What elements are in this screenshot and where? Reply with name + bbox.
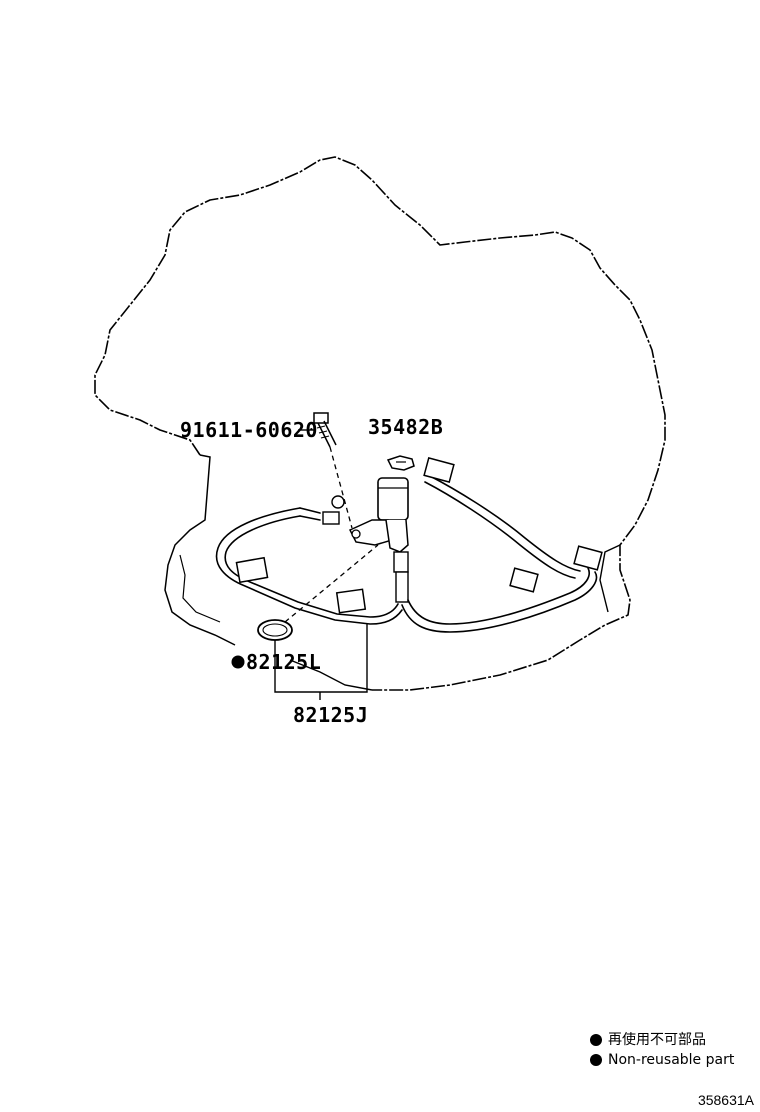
callout-sensor: 35482B [368, 415, 443, 439]
callout-leaders [274, 624, 368, 700]
harness-clip-small [322, 495, 345, 525]
transmission-housing-outline [94, 156, 666, 691]
speed-sensor-body [348, 477, 409, 603]
callout-oring: 82125L [246, 650, 321, 674]
legend-en-label: Non-reusable part [608, 1052, 735, 1068]
oring-inner [262, 623, 288, 637]
transmission-pan-inner [179, 554, 221, 623]
legend-row-jp: 再使用不可部品 [590, 1030, 734, 1050]
transmission-pan-outline [164, 454, 236, 646]
legend-dot-icon [590, 1054, 602, 1066]
non-reusable-dot [231, 655, 245, 669]
callout-bolt: 91611-60620 [180, 418, 318, 442]
bolt-install-dashed-line [329, 446, 353, 529]
sensor-clip-part [386, 455, 415, 471]
legend-jp-label: 再使用不可部品 [608, 1032, 706, 1048]
legend: 再使用不可部品 Non-reusable part [590, 1030, 734, 1070]
legend-row-en: Non-reusable part [590, 1050, 734, 1070]
legend-dot-icon [590, 1034, 602, 1046]
transmission-lower-edge [289, 659, 373, 691]
figure-id: 358631A [697, 1092, 754, 1108]
oring-dashed-line [284, 544, 379, 623]
transmission-right-edge [599, 544, 621, 613]
callout-harness: 82125J [293, 703, 368, 727]
wire-harness [215, 475, 598, 633]
harness-connectors [235, 457, 603, 614]
bolt-part [313, 412, 337, 448]
